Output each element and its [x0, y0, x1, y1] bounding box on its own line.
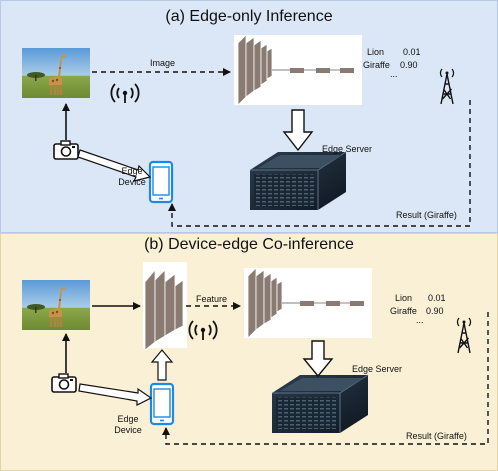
prediction-score-lion-a: 0.01: [403, 47, 421, 57]
result-label-b: Result (Giraffe): [406, 431, 467, 441]
tower-icon-a: [439, 68, 455, 105]
device-label-a-line1: Edge: [121, 166, 143, 176]
arrow-label-feature: Feature: [196, 294, 228, 304]
device-label-b-line2: Device: [114, 425, 142, 435]
prediction-ellipsis-b: ...: [416, 315, 424, 325]
camera-icon-a: [53, 140, 79, 160]
arrow-network-to-server-a: [282, 109, 314, 152]
device-label-b-line1: Edge: [117, 414, 139, 424]
panel-b-title: (b) Device-edge Co-inference: [144, 236, 354, 253]
arrow-network-to-server-b: [302, 340, 334, 378]
server-label-b: Edge Server: [352, 364, 403, 374]
camera-icon-b: [51, 373, 77, 393]
arrow-camera-to-device-b: [78, 383, 153, 406]
server-icon-a: [249, 151, 347, 211]
neural-network-a: [233, 34, 363, 106]
device-partial-network: [143, 262, 187, 351]
prediction-ellipsis-a: ...: [390, 69, 398, 79]
result-path-a: [168, 100, 471, 227]
device-label-a-line2: Device: [118, 177, 146, 187]
giraffe-image-b: [22, 280, 90, 330]
neural-network-b: [243, 267, 373, 339]
wifi-signal-icon-b: [188, 320, 218, 341]
prediction-label-lion-b: Lion: [395, 293, 413, 303]
result-path-b: [162, 312, 489, 445]
prediction-score-giraffe-b: 0.90: [426, 306, 444, 316]
arrow-label-image: Image: [150, 58, 176, 68]
phone-icon-a: [148, 160, 174, 204]
wifi-signal-icon-a: [110, 83, 140, 104]
panel-a-title: (a) Edge-only Inference: [165, 8, 333, 25]
arrow-device-to-partial-net-b: [150, 349, 174, 381]
tower-icon-b: [456, 317, 472, 354]
server-label-a: Edge Server: [322, 144, 373, 154]
arrow-camera-to-device-a: [77, 149, 152, 182]
giraffe-image-a: [22, 48, 90, 98]
server-icon-b: [271, 374, 369, 434]
result-label-a: Result (Giraffe): [396, 210, 457, 220]
prediction-score-lion-b: 0.01: [428, 293, 446, 303]
prediction-label-giraffe-b: Giraffe: [390, 306, 417, 316]
prediction-score-giraffe-a: 0.90: [400, 60, 418, 70]
phone-icon-b: [149, 382, 175, 426]
prediction-label-giraffe-a: Giraffe: [363, 60, 390, 70]
prediction-label-lion-a: Lion: [367, 47, 385, 57]
